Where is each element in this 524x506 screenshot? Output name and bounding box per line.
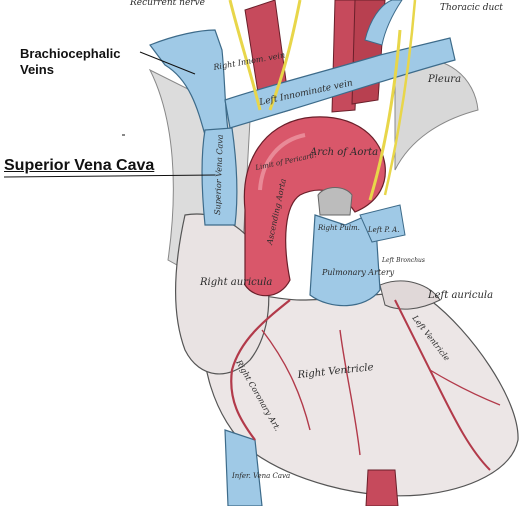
label-pulmonary-artery: Pulmonary Artery: [321, 268, 395, 277]
svc-pointer-line: [3, 174, 216, 178]
label-left-bronchus: Left Bronchus: [381, 257, 425, 264]
vagus-nerve: [228, 0, 262, 111]
label-left-auricula: Left auricula: [427, 290, 493, 301]
right-coronary-artery: [230, 299, 291, 441]
superior-vena-cava-label: Superior Vena Cava: [4, 157, 155, 174]
brachiocephalic-label-line2: Veins: [20, 62, 54, 77]
label-inferior-vena-cava: Infer. Vena Cava: [231, 472, 290, 480]
label-pleura: Pleura: [427, 74, 461, 85]
coronary-branch-2: [339, 329, 361, 456]
label-left-p-a: Left P. A.: [367, 226, 399, 234]
left-pulmonary-artery: [359, 204, 406, 243]
label-recurrent-nerve: Recurrent nerve: [129, 0, 205, 8]
label-superior-vena-cava-small: Superior Vena Cava: [213, 134, 225, 215]
trachea-bronchus: [317, 187, 353, 216]
aortic-arch-highlight: [258, 133, 306, 191]
left-anterior-descending: [394, 299, 491, 471]
brachiocephalic-veins-label: Brachiocephalic Veins: [20, 46, 150, 78]
left-phrenic-nerve: [383, 0, 417, 196]
label-thoracic-duct: Thoracic duct: [440, 3, 503, 13]
label-arch-of-aorta: Arch of Aorta: [309, 147, 378, 158]
left-vagus-nerve: [368, 29, 402, 201]
phrenic-nerve: [268, 0, 302, 111]
ascending-aorta: [243, 116, 386, 297]
jugular-vein-left: [364, 0, 403, 46]
superior-vena-cava: [201, 127, 238, 226]
brachiocephalic-label-line1: Brachiocephalic: [20, 46, 121, 61]
coronary-branch-3: [429, 369, 501, 406]
inferior-vena-cava: [224, 429, 263, 506]
descending-aorta: [365, 469, 399, 506]
pulmonary-artery: [309, 211, 381, 307]
brachiocephalic-pointer-line: [139, 51, 196, 75]
label-right-auricula: Right auricula: [199, 277, 272, 288]
coronary-branch-1: [261, 329, 311, 431]
label-right-pulm: Right Pulm.: [317, 224, 360, 232]
